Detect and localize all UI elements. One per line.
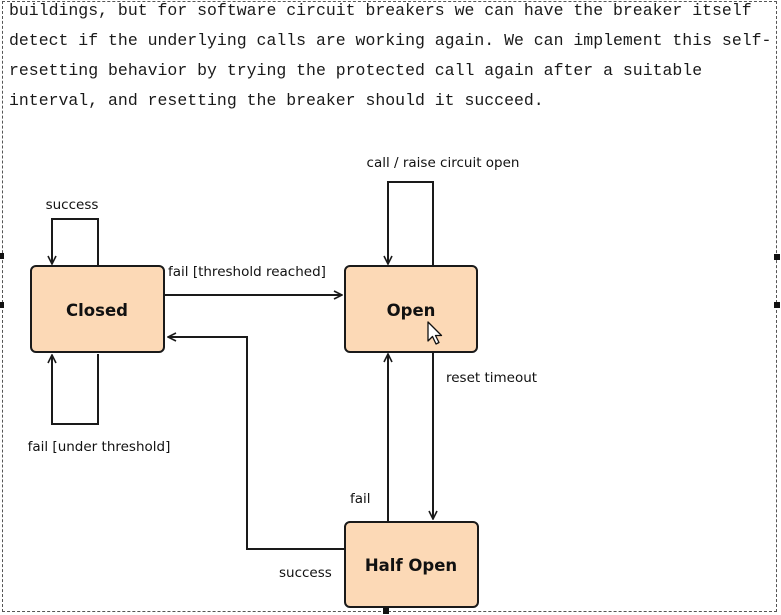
open-call-loop xyxy=(388,181,434,266)
closed-fail-under-loop xyxy=(52,354,99,425)
text-line: resetting behavior by trying the protect… xyxy=(9,61,703,80)
resize-handle-right-upper[interactable] xyxy=(774,254,780,260)
state-open[interactable]: Open xyxy=(344,265,478,353)
label-fail-under-threshold: fail [under threshold] xyxy=(28,439,171,455)
state-open-label: Open xyxy=(387,301,436,320)
closed-success-loop xyxy=(52,218,99,266)
label-half-open-fail: fail xyxy=(350,491,371,507)
label-fail-threshold-reached: fail [threshold reached] xyxy=(168,264,326,280)
state-closed-box xyxy=(30,265,165,353)
resize-handle-right-lower[interactable] xyxy=(774,302,780,308)
text-line: buildings, but for software circuit brea… xyxy=(9,1,752,20)
arrow-pointer-icon xyxy=(427,321,443,345)
label-half-open-success: success xyxy=(279,565,332,581)
text-line: interval, and resetting the breaker shou… xyxy=(9,91,544,110)
state-half-open-label: Half Open xyxy=(365,556,457,575)
resize-handle-bottom[interactable] xyxy=(383,608,389,614)
state-closed-label: Closed xyxy=(66,301,128,320)
state-open-box xyxy=(344,265,478,353)
label-reset-timeout: reset timeout xyxy=(446,370,537,386)
state-half-open-box xyxy=(344,521,479,608)
label-call-raise-circuit-open: call / raise circuit open xyxy=(367,155,520,171)
resize-handle-left-lower[interactable] xyxy=(0,302,4,308)
text-line: detect if the underlying calls are worki… xyxy=(9,31,772,50)
state-closed[interactable]: Closed xyxy=(30,265,165,353)
label-closed-success: success xyxy=(46,197,99,213)
half-open-to-closed-arrow xyxy=(168,337,344,550)
state-half-open[interactable]: Half Open xyxy=(344,521,479,608)
body-text: buildings, but for software circuit brea… xyxy=(9,0,772,116)
resize-handle-left-upper[interactable] xyxy=(0,253,4,259)
